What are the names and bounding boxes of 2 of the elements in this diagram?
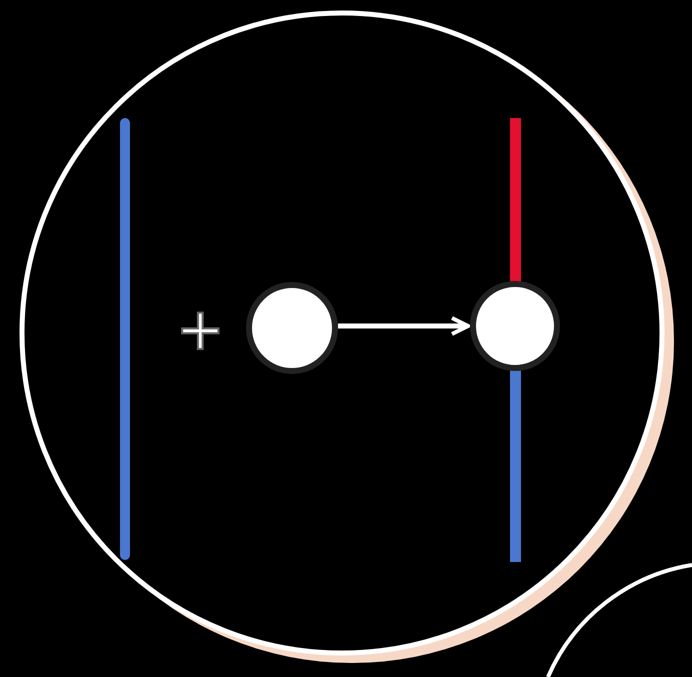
plus-sign: + [176,300,225,358]
arrow [338,316,470,336]
